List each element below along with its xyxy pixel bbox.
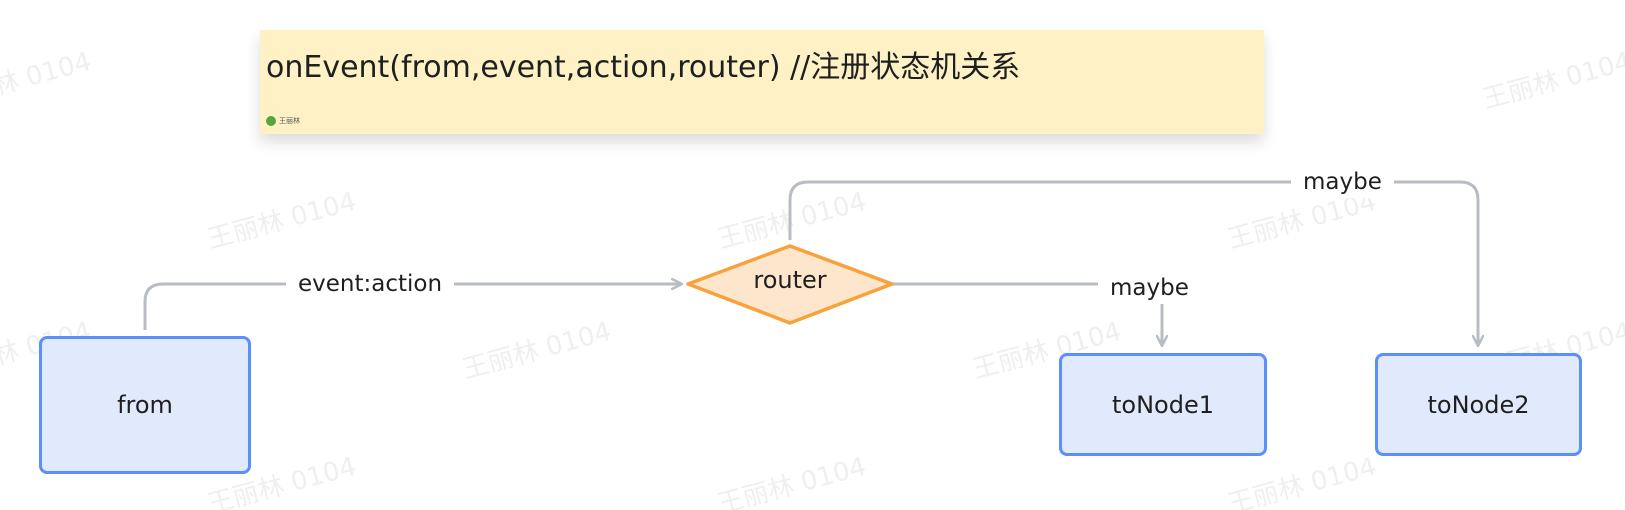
edge-label-maybe-node1: maybe bbox=[1098, 272, 1201, 304]
router-label: router bbox=[753, 266, 827, 294]
note-author-name: 王丽林 bbox=[279, 117, 300, 125]
node-to-node-1[interactable]: toNode1 bbox=[1059, 353, 1267, 456]
sticky-note[interactable]: onEvent(from,event,action,router) //注册状态… bbox=[260, 30, 1264, 134]
edge-label-event-action: event:action bbox=[286, 268, 455, 300]
node-from[interactable]: from bbox=[39, 336, 251, 474]
edge-label-maybe-node2: maybe bbox=[1291, 166, 1394, 198]
connector-router-node2[interactable] bbox=[788, 180, 1478, 346]
router-diamond[interactable] bbox=[686, 244, 894, 325]
note-author: 王丽林 bbox=[266, 116, 300, 126]
note-text: onEvent(from,event,action,router) //注册状态… bbox=[266, 50, 1021, 85]
connector-from-router[interactable] bbox=[143, 284, 682, 330]
node-from-label: from bbox=[117, 391, 173, 419]
node-to-node-2-label: toNode2 bbox=[1427, 390, 1530, 419]
author-avatar bbox=[266, 116, 276, 126]
node-to-node-1-label: toNode1 bbox=[1112, 390, 1214, 419]
node-to-node-2[interactable]: toNode2 bbox=[1375, 353, 1582, 456]
